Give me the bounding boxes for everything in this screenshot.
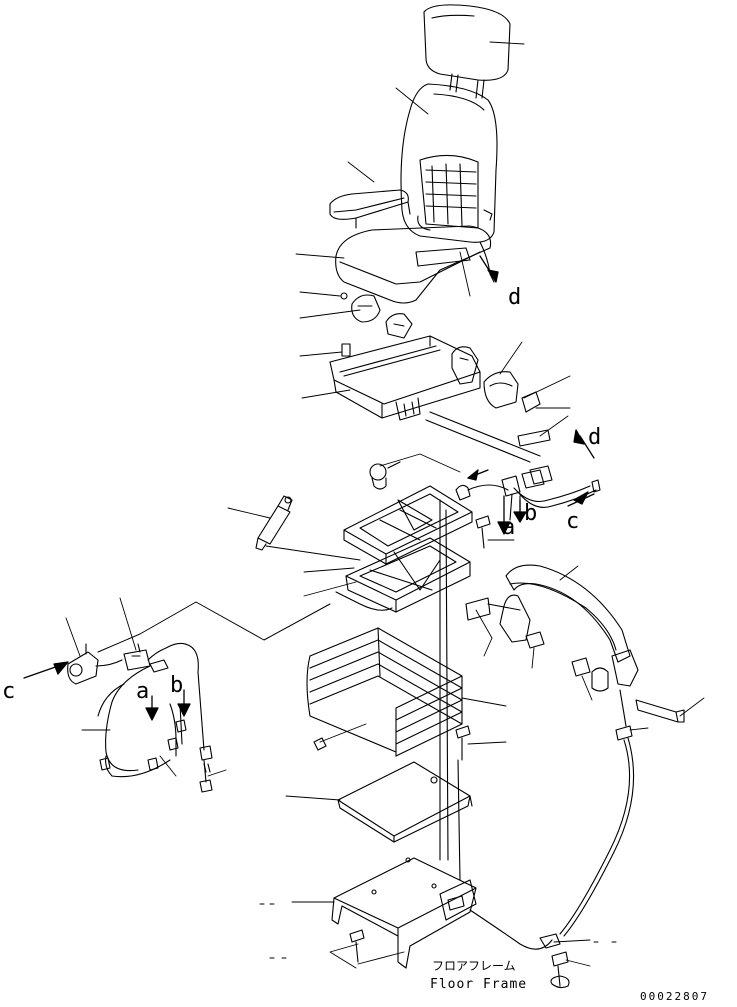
seat-cushion [335, 225, 495, 304]
bolts [313, 515, 570, 989]
lever-parts [483, 371, 551, 447]
bellows-cover [306, 627, 463, 757]
knob-parts [340, 292, 413, 339]
leader-lines [65, 41, 705, 969]
floor-frame-label: フロアフレーム Floor Frame [430, 959, 527, 992]
floor-frame-en: Floor Frame [430, 977, 527, 992]
view-labels: d d a b c c a b [2, 285, 601, 704]
floor-frame-bracket [331, 857, 477, 969]
label-b-left: b [170, 673, 183, 698]
floor-cable [439, 499, 561, 950]
restraint-bar [465, 564, 685, 937]
routing-line [97, 601, 331, 653]
floor-frame-jp: フロアフレーム [432, 959, 516, 973]
headrest [423, 4, 511, 99]
drawing-code: 00022807 [640, 990, 709, 1003]
backrest [400, 83, 498, 243]
base-plate [337, 761, 473, 843]
label-c-left: c [2, 679, 15, 704]
label-b-right: b [524, 501, 537, 526]
slide-rail-assembly [329, 335, 541, 463]
label-a-right: a [502, 515, 515, 540]
label-dashes [259, 903, 617, 959]
label-d-right: d [588, 425, 601, 450]
label-a-left: a [136, 679, 149, 704]
suspension-lower-frame [335, 537, 471, 613]
arrows [23, 255, 595, 721]
suspension-upper-frame [343, 485, 473, 565]
wire-harness-left [67, 642, 213, 793]
shock-absorber [255, 495, 293, 551]
label-d-top: d [508, 285, 521, 310]
armrest [329, 189, 411, 229]
label-c-right: c [566, 509, 579, 534]
